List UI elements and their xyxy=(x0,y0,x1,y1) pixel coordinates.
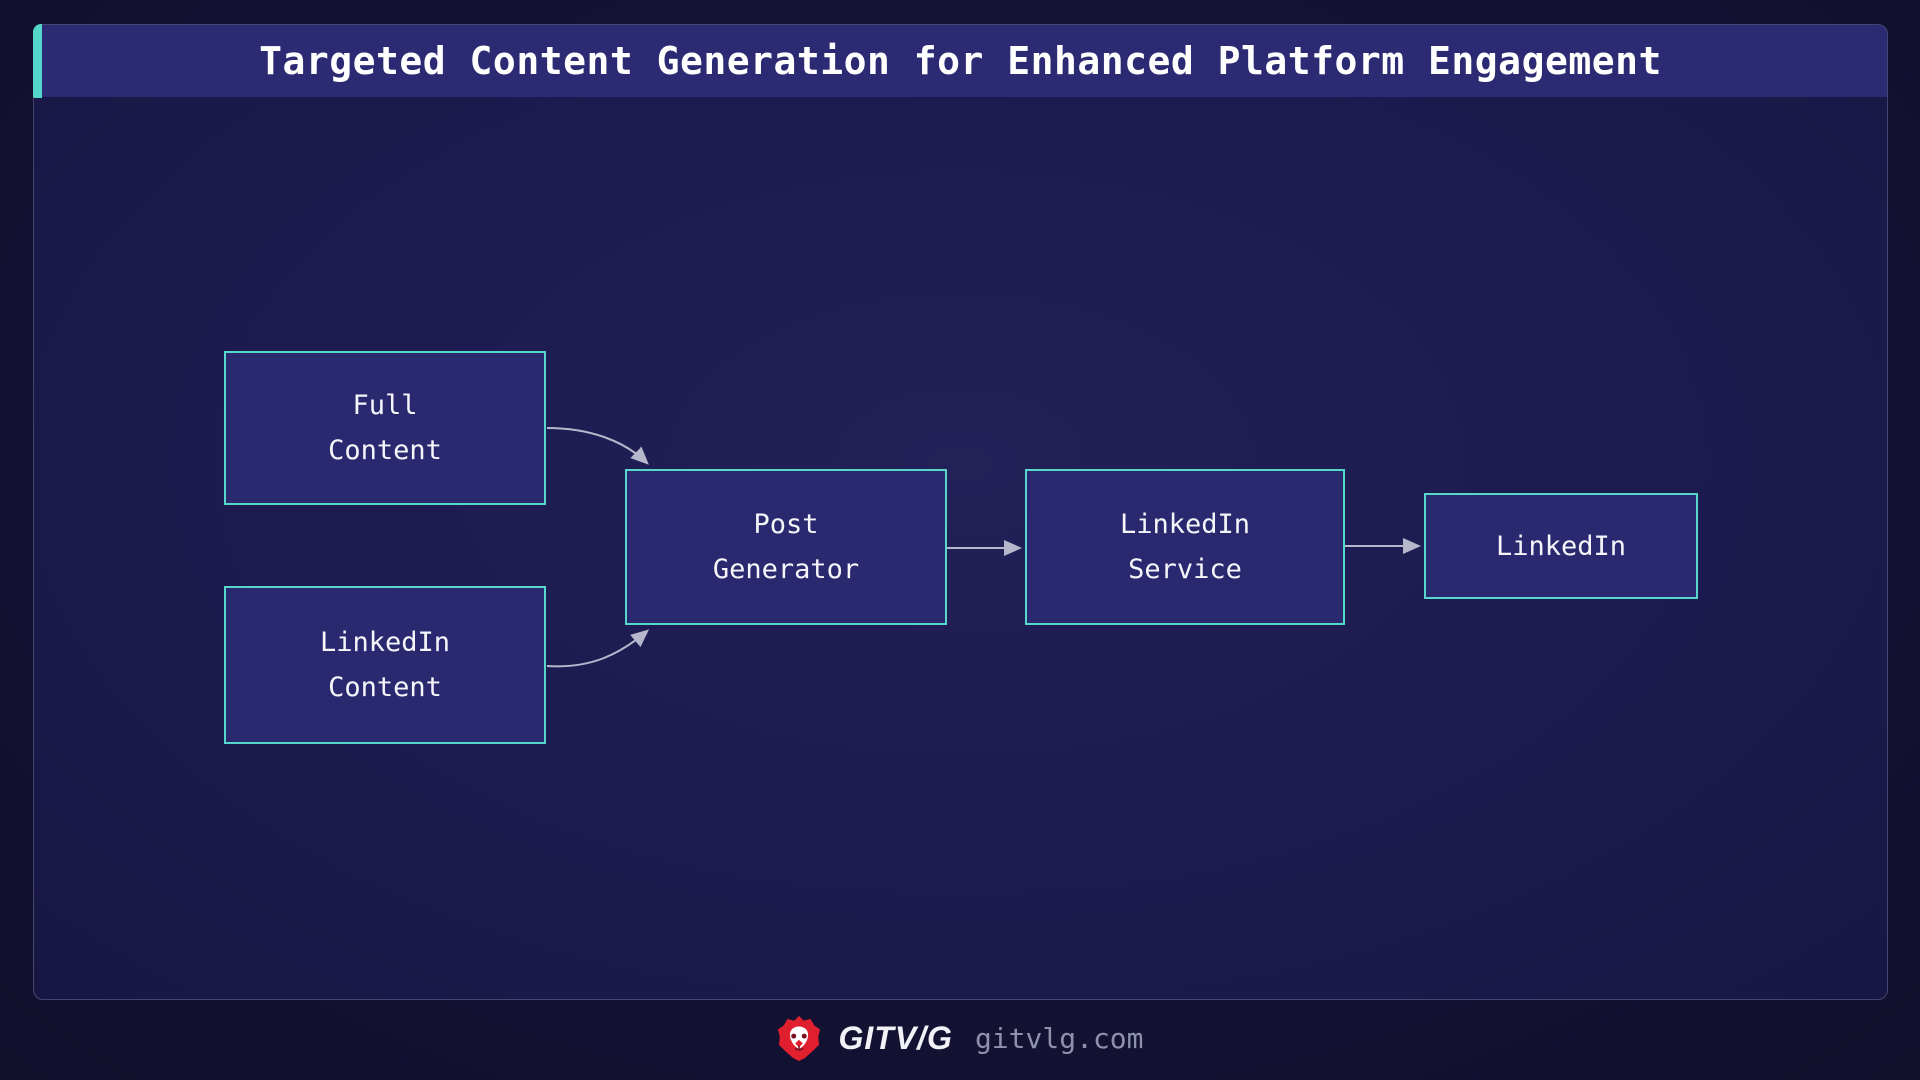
footer-branding: GITV/G gitvlg.com xyxy=(0,1008,1920,1068)
title-accent-bar xyxy=(33,24,42,98)
node-linkedin-content: LinkedIn Content xyxy=(224,586,546,744)
page-title: Targeted Content Generation for Enhanced… xyxy=(259,39,1662,83)
node-label-line: LinkedIn xyxy=(319,627,451,658)
node-post-generator: Post Generator xyxy=(625,469,947,625)
node-label-line: LinkedIn xyxy=(1495,530,1627,562)
diagram-panel: Targeted Content Generation for Enhanced… xyxy=(33,24,1888,1000)
site-url-text: gitvlg.com xyxy=(974,1021,1144,1055)
lion-logo-icon xyxy=(778,1015,821,1061)
node-label-line: Content xyxy=(328,435,442,466)
node-label-line: Post xyxy=(753,509,819,540)
node-linkedin-service: LinkedIn Service xyxy=(1025,469,1345,625)
node-label-line: LinkedIn xyxy=(1119,509,1251,540)
node-label-line: Service xyxy=(1128,554,1242,585)
node-label-line: Generator xyxy=(712,554,860,585)
edge-full-content-to-post-generator xyxy=(546,427,649,465)
node-full-content: Full Content xyxy=(224,351,546,505)
node-label-line: Content xyxy=(328,672,442,703)
node-linkedin: LinkedIn xyxy=(1424,493,1698,599)
title-bar: Targeted Content Generation for Enhanced… xyxy=(33,24,1887,98)
brand-text: GITV/G xyxy=(838,1019,953,1056)
node-label-line: Full xyxy=(352,390,418,421)
edge-linkedin-content-to-post-generator xyxy=(546,629,650,668)
